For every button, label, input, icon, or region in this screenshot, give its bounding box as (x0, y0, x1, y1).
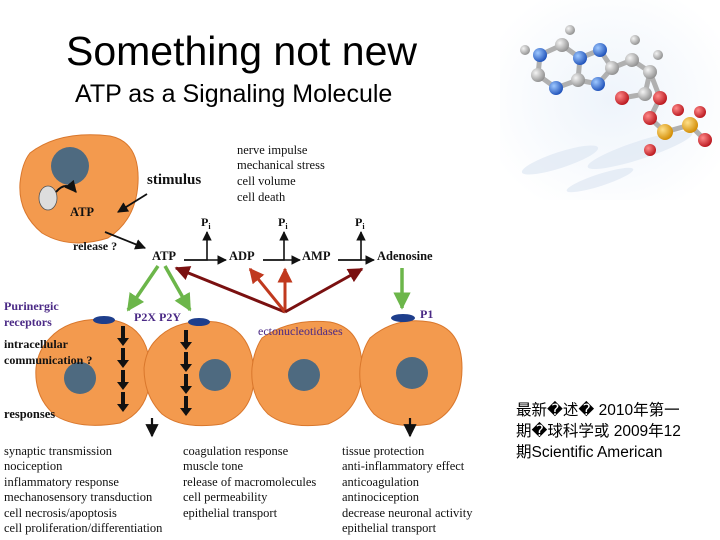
signal-arrow (117, 370, 129, 390)
signal-arrow (180, 330, 192, 350)
signal-arrow (117, 348, 129, 368)
citation-line: 期�球科学或 2009年12 (516, 423, 681, 440)
pi-label-2: Pi (278, 215, 288, 231)
citation-text: 最新�述� 2010年第一 期�球科学或 2009年12 期Scientific… (516, 400, 716, 463)
stimulus-item: cell death (237, 190, 286, 204)
response-item: nociception (4, 459, 63, 473)
response-item: muscle tone (183, 459, 244, 473)
response-item: inflammatory response (4, 475, 119, 489)
cascade-atp: ATP (152, 249, 176, 263)
p1-receptor (391, 314, 415, 322)
signal-arrow (180, 352, 192, 372)
cascade-adp: ADP (229, 249, 255, 263)
p2y-receptor (188, 318, 210, 326)
pi-label-1: Pi (201, 215, 211, 231)
signal-arrow (180, 396, 192, 416)
responses-column-1: synaptic transmission nociception inflam… (4, 444, 163, 535)
response-item: cell permeability (183, 490, 268, 504)
signal-arrow (117, 392, 129, 412)
stimulus-label: stimulus (147, 172, 201, 188)
stimuli-list: nerve impulse mechanical stress cell vol… (237, 143, 325, 204)
response-item: mechanosensory transduction (4, 490, 153, 504)
target-cell (143, 320, 255, 427)
svg-text:intracellular: intracellular (4, 337, 69, 351)
purinergic-receptors-label: Purinergic receptors (4, 299, 59, 329)
svg-text:Purinergic: Purinergic (4, 299, 59, 313)
source-atp-label: ATP (70, 205, 94, 219)
intracellular-communication-label: intracellular communication ? (4, 337, 92, 367)
response-item: coagulation response (183, 444, 289, 458)
nucleotide-cascade: ATP ADP AMP Adenosine (152, 249, 433, 263)
response-item: synaptic transmission (4, 444, 113, 458)
purinergic-signaling-diagram: ATP stimulus nerve impulse mechanical st… (4, 134, 473, 535)
target-cell-nucleus (396, 357, 428, 389)
stimulus-item: cell volume (237, 174, 296, 188)
ectonucleotidases-label: ectonucleotidases (258, 324, 343, 338)
p1-receptor-label: P1 (420, 307, 433, 321)
svg-text:communication ?: communication ? (4, 353, 92, 367)
response-item: cell proliferation/differentiation (4, 521, 163, 535)
atp-molecule-image (500, 0, 720, 200)
responses-column-2: coagulation response muscle tone release… (183, 444, 316, 520)
response-item: anti-inflammatory effect (342, 459, 465, 473)
target-cell-nucleus (288, 359, 320, 391)
svg-text:receptors: receptors (4, 315, 52, 329)
target-cells (35, 318, 463, 427)
slide-title: Something not new (66, 28, 418, 74)
stimulus-item: nerve impulse (237, 143, 308, 157)
response-item: antinociception (342, 490, 420, 504)
response-item: anticoagulation (342, 475, 420, 489)
response-item: release of macromolecules (183, 475, 316, 489)
signal-arrow (117, 326, 129, 346)
target-cell-nucleus (64, 362, 96, 394)
responses-label: responses (4, 407, 55, 421)
source-cell: ATP (19, 134, 139, 244)
atp-vesicle (38, 185, 58, 211)
target-cell-nucleus (199, 359, 231, 391)
citation-line: 最新�述� 2010年第一 (516, 402, 680, 419)
cascade-adenosine: Adenosine (377, 249, 433, 263)
cascade-amp: AMP (302, 249, 331, 263)
source-cell-nucleus (51, 147, 89, 185)
slide-subtitle: ATP as a Signaling Molecule (75, 80, 393, 108)
release-label: release ? (73, 239, 117, 253)
responses-column-3: tissue protection anti-inflammatory effe… (342, 444, 473, 535)
stimulus-item: mechanical stress (237, 158, 325, 172)
response-item: decrease neuronal activity (342, 506, 473, 520)
p2-receptor-label: P2X P2Y (134, 310, 181, 324)
response-item: epithelial transport (342, 521, 437, 535)
response-item: cell necrosis/apoptosis (4, 506, 117, 520)
response-item: epithelial transport (183, 506, 278, 520)
pi-label-3: Pi (355, 215, 365, 231)
citation-line: 期Scientific American (516, 444, 663, 461)
signal-arrow (180, 374, 192, 394)
p2x-receptor (93, 316, 115, 324)
response-item: tissue protection (342, 444, 425, 458)
